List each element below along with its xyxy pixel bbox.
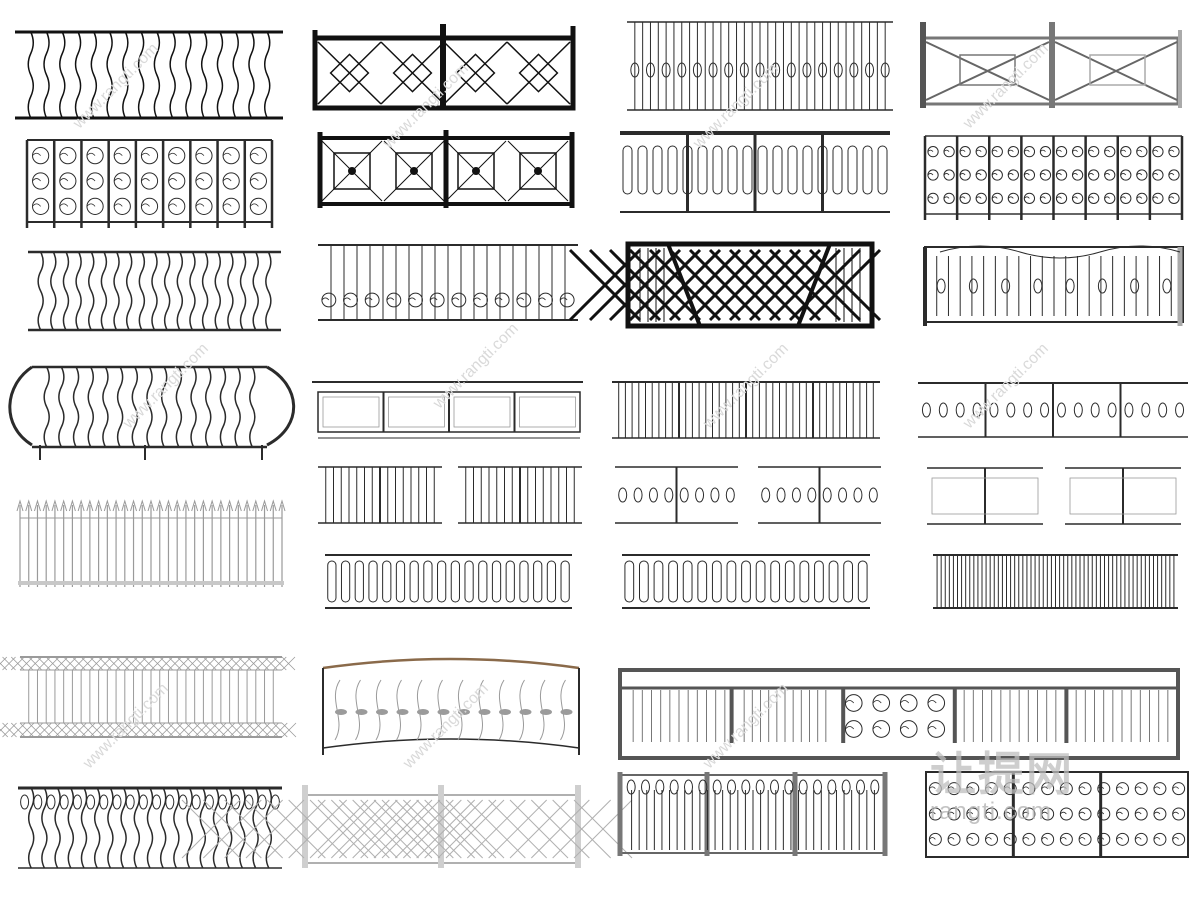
- railing-ornament-b: [758, 466, 881, 524]
- railing-square-medallion: [317, 130, 575, 208]
- railing-twin-bars-a: [318, 466, 442, 524]
- railing-panel-mesh: [312, 381, 583, 439]
- site-logo: 让提网 rangti.com: [930, 738, 1090, 830]
- railing-diamond-panel: [312, 24, 576, 111]
- railing-oval-loops: [620, 131, 890, 213]
- railing-spear-fence: [16, 499, 286, 587]
- railing-oval-pickets-b: [622, 554, 870, 609]
- railing-twin-bars-b: [458, 466, 582, 524]
- railing-curled-ornament: [18, 786, 282, 869]
- railing-leaf-pattern: [322, 657, 580, 755]
- railing-oval-pickets: [325, 554, 572, 609]
- logo-text: 让提网: [930, 747, 1074, 801]
- railing-wavy-bars: [15, 30, 283, 120]
- railing-ornament-panels: [918, 382, 1188, 438]
- railing-woven-light: [181, 785, 633, 868]
- railing-plain-bars-a: [612, 381, 880, 439]
- railing-scroll-bottom: [925, 771, 1189, 858]
- railing-scrollwork: [25, 139, 274, 228]
- railing-post-bars: [923, 245, 1184, 326]
- railing-diamond-lattice: [568, 241, 882, 329]
- railing-twisted-bars: [28, 250, 281, 332]
- railing-center-scroll-panel: [618, 668, 1180, 760]
- railing-lattice-band-light: [0, 656, 297, 738]
- railing-dense-bars: [933, 554, 1178, 609]
- railing-mesh-a: [927, 467, 1043, 525]
- railing-spindle-bars: [627, 21, 893, 111]
- railing-mesh-b: [1065, 467, 1181, 525]
- railing-x-panel: [920, 22, 1182, 108]
- railing-fleur-bars: [617, 772, 888, 856]
- railing-heart-scrolls: [923, 135, 1184, 220]
- railing-scroll-bars: [318, 244, 578, 321]
- logo-domain: rangti.com: [930, 798, 1053, 825]
- railing-ornament-a: [615, 466, 738, 524]
- railing-bellied-balcony: [8, 365, 296, 460]
